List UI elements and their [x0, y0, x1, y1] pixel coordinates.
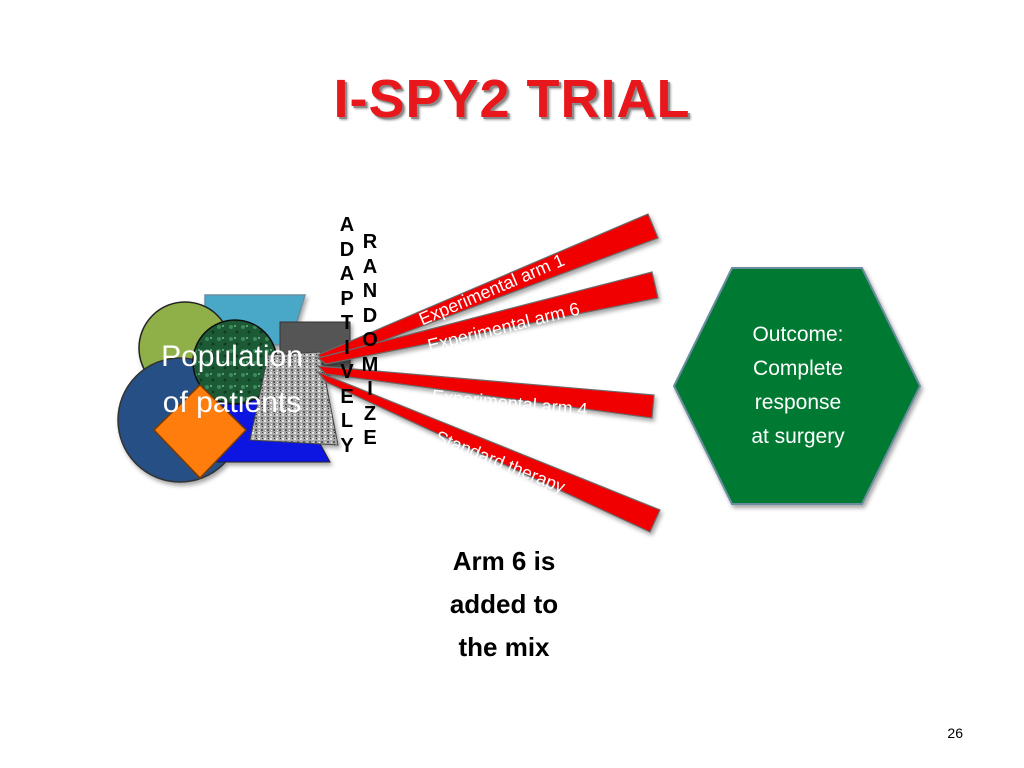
outcome-line: at surgery	[751, 425, 845, 448]
letter: N	[362, 280, 378, 302]
population-cluster	[117, 294, 351, 483]
population-label-line: Population	[161, 340, 303, 373]
page-number: 26	[947, 725, 963, 741]
letter: D	[339, 238, 355, 261]
letter: O	[362, 329, 378, 351]
letter: I	[344, 336, 350, 359]
letter: A	[339, 214, 355, 236]
outcome-line: response	[754, 391, 842, 414]
standard-therapy-band	[316, 370, 661, 533]
randomize-vertical-text: R A N D O M I Z E	[360, 230, 380, 451]
note-line: Arm 6 is	[452, 546, 556, 576]
population-label: Population of patients	[132, 334, 332, 426]
arm-6-band	[316, 271, 659, 365]
arms	[316, 213, 661, 533]
letter: D	[362, 304, 378, 327]
note-line: added to	[449, 589, 559, 619]
letter: I	[367, 378, 373, 400]
arm-6-note: Arm 6 is added to the mix	[404, 540, 604, 669]
outcome-line: Outcome:	[752, 323, 844, 346]
letter: E	[340, 385, 354, 408]
outcome-hexagon	[672, 267, 922, 505]
letter: V	[340, 361, 354, 383]
orange-diamond-shape	[152, 383, 248, 480]
population-label-line: of patients	[162, 386, 302, 419]
letter: P	[340, 287, 354, 310]
outcome-label: Outcome: Complete response at surgery	[690, 318, 906, 454]
adaptively-vertical-text: A D A P T I V E L Y	[337, 213, 357, 458]
note-line: the mix	[458, 632, 550, 662]
outcome-line: Complete	[753, 357, 843, 380]
letter: A	[362, 255, 378, 278]
letter: Y	[340, 434, 354, 457]
slide-title: I-SPY2 TRIAL	[333, 69, 691, 129]
letter: A	[339, 263, 355, 285]
letter: Z	[363, 402, 377, 425]
arm-4-band	[316, 365, 655, 419]
granite-trapezoid-shape	[249, 351, 339, 446]
letter: R	[362, 231, 378, 253]
letter: E	[363, 427, 377, 449]
letter: M	[361, 353, 379, 376]
letter: T	[340, 312, 354, 334]
letter: L	[340, 410, 354, 432]
